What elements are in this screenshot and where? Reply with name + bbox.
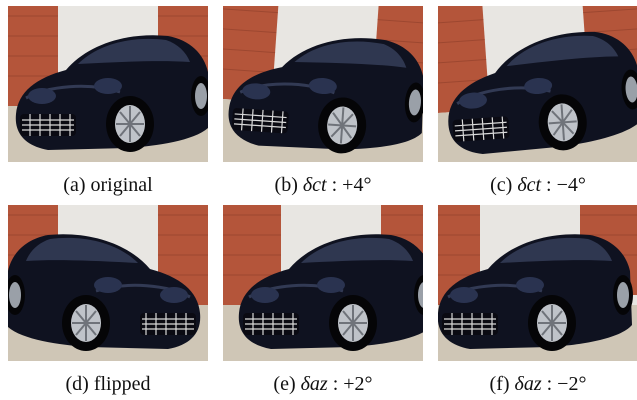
car-photo [8,205,208,361]
caption-value: : −4° [541,174,586,196]
caption-label: (c) [490,174,518,196]
caption-value: : +4° [326,174,372,196]
caption-label: (e) [273,373,301,395]
caption: (f) δaz : −2° [438,373,637,396]
caption-math: δct [302,174,327,196]
car-photo [438,205,637,361]
caption-label: (f) [489,373,515,395]
caption: (b) δct : +4° [223,174,423,197]
caption: (d) flipped [8,373,208,396]
caption: (a) original [8,174,208,197]
caption: (e) δaz : +2° [223,373,423,396]
caption-value: : +2° [327,373,373,395]
caption-label: (d) flipped [65,373,151,395]
caption-math: δaz [514,373,542,395]
car-photo [223,205,423,361]
car-photo [8,6,208,162]
caption-label: (a) original [63,174,153,196]
caption-math: δaz [300,373,328,395]
caption-label: (b) [274,174,303,196]
car-photo [438,6,637,162]
caption-value: : −2° [541,373,587,395]
caption-math: δct [517,174,542,196]
car-photo [223,6,423,162]
caption: (c) δct : −4° [438,174,637,197]
